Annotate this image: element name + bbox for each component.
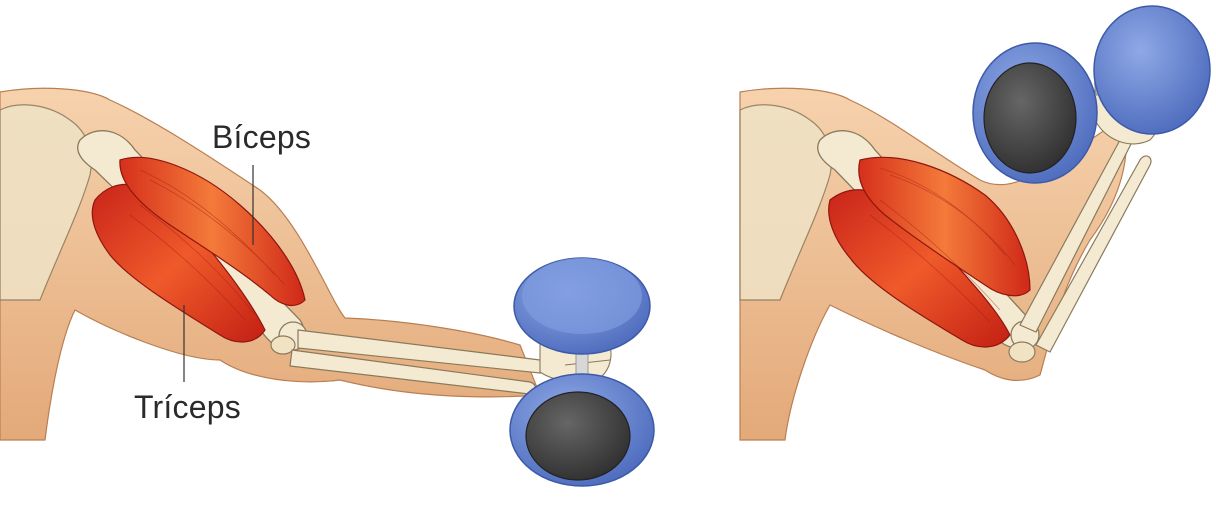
biceps-label: Bíceps (212, 119, 311, 156)
flexed-dumbbell-front-face (984, 63, 1076, 173)
extended-dumbbell-bottom-face (526, 392, 630, 480)
flexed-arm-figure (740, 6, 1210, 440)
extended-arm-figure (0, 88, 654, 486)
triceps-label: Tríceps (134, 389, 241, 426)
flexed-dumbbell-back-plate (1094, 6, 1210, 134)
